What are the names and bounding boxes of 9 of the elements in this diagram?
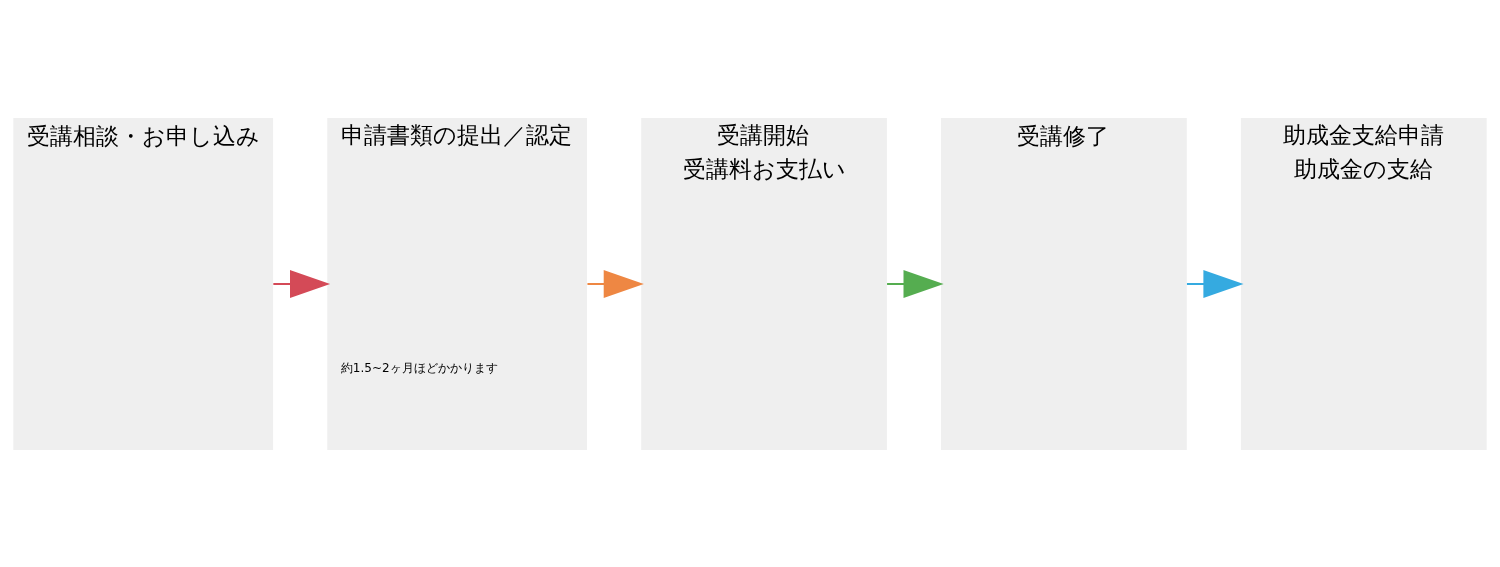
node-box: 申請書類の提出／認定 約1.5~2ヶ月ほどかかります [327,117,587,450]
node-box: 助成金支給申請 助成金の支給 [1240,117,1487,450]
arrow [587,269,644,298]
arrow [887,269,944,298]
node-box: 受講修了 [941,117,1187,450]
arrow [273,269,331,298]
node-box: 受講相談・お申し込み [13,117,274,450]
node-box: 受講開始 受講料お支払い [641,117,887,450]
arrow [1186,269,1244,298]
